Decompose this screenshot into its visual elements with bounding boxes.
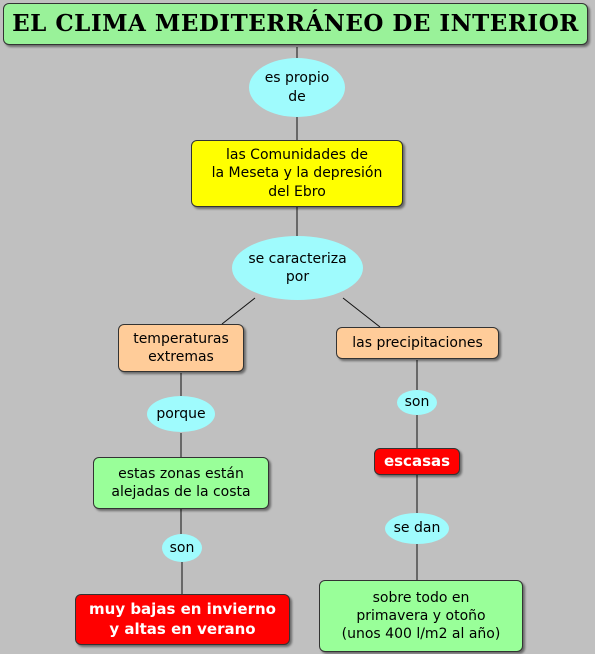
link-es-propio-de: es propio de [249, 58, 345, 117]
concept-escasas: escasas [374, 448, 460, 475]
concept-sobre-todo: sobre todo en primavera y otoño (unos 40… [319, 580, 523, 652]
concept-comunidades: las Comunidades de la Meseta y la depres… [191, 140, 403, 207]
concept-zonas-alejadas: estas zonas están alejadas de la costa [93, 457, 269, 509]
page-title: EL CLIMA MEDITERRÁNEO DE INTERIOR [3, 3, 588, 45]
link-son-left: son [162, 534, 202, 562]
link-son-right: son [397, 390, 437, 415]
link-se-caracteriza-por: se caracteriza por [232, 236, 363, 300]
link-porque: porque [147, 396, 215, 432]
concept-temperaturas-extremas: temperaturas extremas [118, 324, 244, 372]
concept-precipitaciones: las precipitaciones [336, 327, 499, 359]
link-se-dan: se dan [385, 513, 449, 544]
concept-muy-bajas: muy bajas en invierno y altas en verano [75, 594, 290, 645]
